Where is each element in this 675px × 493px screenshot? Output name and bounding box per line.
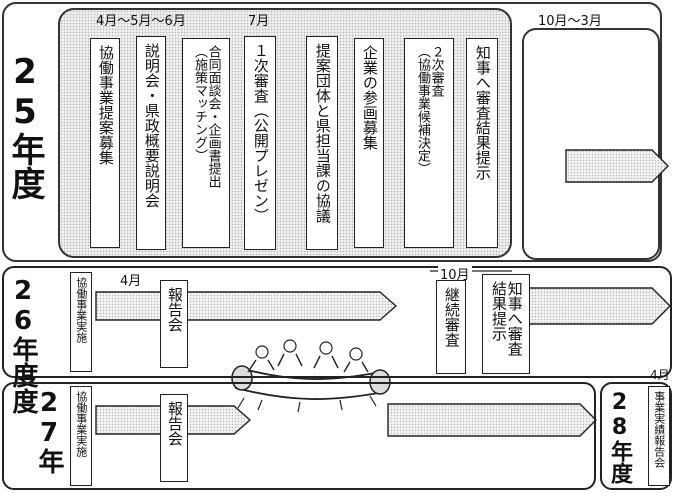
fy25-frame: [2, 2, 662, 262]
fy26-side-label: 協働事業実施: [70, 272, 92, 372]
fy25-period-label: 10月～3月: [538, 14, 602, 29]
step-consultation: 提案団体と県担当課の協議: [306, 36, 338, 250]
fy25-implementation-panel: [522, 28, 660, 260]
fy25-impl-arrow-body: [565, 149, 669, 183]
step-second-review: ２次審査 （協働事業候補決定）: [404, 38, 454, 248]
fy27-report-meeting: 報告会: [160, 394, 188, 482]
fy26-governor-report: 知事へ審査 結果提示: [482, 274, 530, 374]
fy28-frame: [600, 382, 672, 490]
fy28-year: 28年度: [607, 390, 632, 484]
fy26-continuation-review: 継続審査: [436, 280, 466, 374]
fy28-final-report: 事業実績報告会: [648, 386, 670, 486]
fy26-month-mid: 10月: [438, 264, 472, 283]
fy27-frame: [2, 382, 596, 490]
step-joint-interview: 合同面談会・企画書提出 （施策マッチング）: [182, 38, 230, 248]
step-recruit: 協働事業提案募集: [90, 38, 120, 248]
fy26-year: 26年度: [8, 276, 38, 388]
fy28-month: 4月: [650, 368, 670, 382]
fy27-side-label: 協働事業実施: [70, 386, 92, 486]
fy26-report-meeting: 報告会: [160, 280, 188, 368]
fy27-year: 27年度: [8, 388, 64, 474]
step-first-review: １次審査（公開プレゼン）: [244, 36, 276, 250]
fy26-frame: [2, 266, 672, 378]
fy27-arrow-second-half: [387, 403, 597, 437]
fy25-month7-label: 7月: [248, 14, 270, 29]
fy25-months-label: 4月～5月～6月: [96, 14, 186, 29]
step-governor-report: 知事へ審査結果提示: [466, 38, 498, 248]
fy25-year: 25年度: [5, 52, 45, 200]
step-briefing: 説明会・県政概要説明会: [136, 36, 166, 250]
fy26-month-start: 4月: [120, 274, 142, 289]
step-company-recruit: 企業の参画募集: [354, 38, 384, 248]
